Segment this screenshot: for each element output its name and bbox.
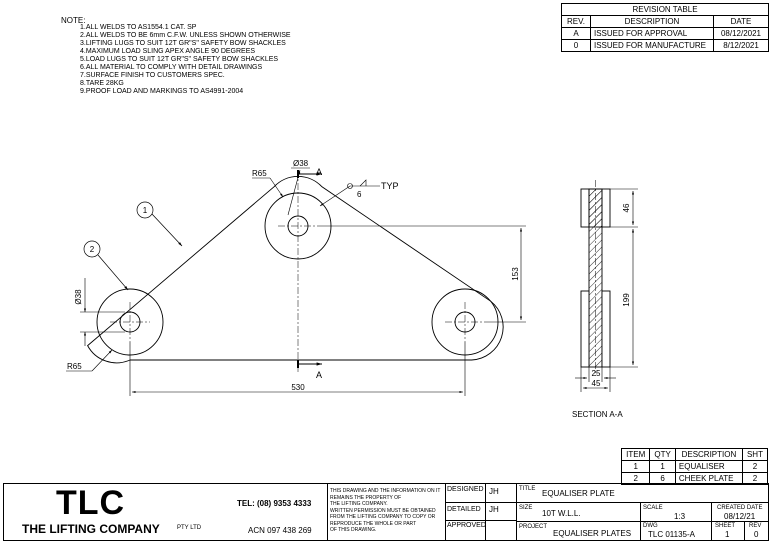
dim-overall-width <box>129 342 466 396</box>
bom-cell: 2 <box>741 460 769 473</box>
dim-left-diameter <box>80 278 125 346</box>
dwg-label: DWG <box>643 523 658 529</box>
weld-size: 6 <box>357 190 362 199</box>
note-item: 6.ALL MATERIAL TO COMPLY WITH DETAIL DRA… <box>80 64 263 71</box>
disclaimer-line: OF THIS DRAWING. <box>330 527 377 533</box>
bom-cell: 1 <box>620 460 651 473</box>
dim-hole-diameter-top: Ø38 <box>293 159 309 168</box>
dim-left-radius <box>66 349 113 372</box>
dwg-value: TLC 01135-A <box>648 530 695 539</box>
note-item: 1.ALL WELDS TO AS1554.1 CAT. SP <box>80 24 197 31</box>
disclaimer-line: REPRODUCE THE WHOLE OR PART <box>330 520 417 527</box>
note-item: 7.SURFACE FINISH TO CUSTOMERS SPEC. <box>80 72 225 79</box>
rev-label: REV <box>749 523 762 529</box>
detailed-value: JH <box>489 505 499 514</box>
section-label: SECTION A-A <box>572 410 623 419</box>
bom-col-header: ITEM <box>620 448 651 461</box>
title-label: TITLE <box>519 486 536 492</box>
section-mark-top: A <box>316 167 322 177</box>
title-value: EQUALISER PLATE <box>542 489 615 498</box>
designed-label: DESIGNED <box>447 486 484 493</box>
bom-cell: EQUALISER <box>674 460 743 473</box>
balloon-1-label: 1 <box>143 206 148 215</box>
dim-46: 46 <box>622 203 631 212</box>
title-block: TLC THE LIFTING COMPANY PTY LTD TEL: (08… <box>3 483 769 541</box>
revision-cell: 8/12/2021 <box>713 39 769 52</box>
note-item: 8.TARE 28KG <box>80 80 124 87</box>
company-acn: ACN 097 438 269 <box>248 526 312 535</box>
rev-value: 0 <box>754 530 759 539</box>
disclaimer-line: THE LIFTING COMPANY. <box>330 501 388 507</box>
balloon-2 <box>83 240 129 291</box>
project-label: PROJECT <box>519 524 548 530</box>
disclaimer-line: FROM THE LIFTING COMPANY TO COPY OR <box>330 514 436 520</box>
dim-45: 45 <box>592 379 601 388</box>
disclaimer-line: WRITTEN PERMISSION MUST BE OBTAINED <box>330 507 436 514</box>
logo: TLC <box>56 484 126 522</box>
project-value: EQUALISER PLATES <box>553 529 632 538</box>
bill-of-materials: ITEM QTY DESCRIPTION SHT 1 1 EQUALISER 2… <box>620 448 769 485</box>
company-name: THE LIFTING COMPANY <box>22 522 160 536</box>
weld-symbol <box>319 179 380 207</box>
dim-25: 25 <box>592 369 601 378</box>
dim-top-leaders <box>252 167 310 216</box>
centre-lines <box>110 170 485 372</box>
bom-cell: 1 <box>649 460 676 473</box>
weld-typ: TYP <box>381 181 399 191</box>
bom-row: 1 1 EQUALISER 2 <box>620 460 769 473</box>
dim-section-46 <box>610 188 638 228</box>
bom-cell: 2 <box>741 472 769 485</box>
detailed-label: DETAILED <box>447 506 481 513</box>
bom-col-header: SHT <box>741 448 769 461</box>
bom-row: 2 6 CHEEK PLATE 2 <box>620 472 769 485</box>
designed-value: JH <box>489 487 499 496</box>
note-item: 2.ALL WELDS TO BE 6mm C.F.W. UNLESS SHOW… <box>80 32 291 39</box>
size-value: 10T W.L.L. <box>542 509 581 518</box>
notes-list: 1.ALL WELDS TO AS1554.1 CAT. SP 2.ALL WE… <box>80 24 291 96</box>
bom-cell: 6 <box>649 472 676 485</box>
dim-530: 530 <box>291 383 305 392</box>
revision-row: 0 ISSUED FOR MANUFACTURE 8/12/2021 <box>561 39 769 52</box>
disclaimer-line: REMAINS THE PROPERTY OF <box>330 494 402 501</box>
company-tel: TEL: (08) 9353 4333 <box>237 499 312 508</box>
sheet-value: 1 <box>725 530 730 539</box>
approved-label: APPROVED <box>447 522 486 529</box>
section-cut-marker-bottom <box>297 360 322 368</box>
created-date-label: CREATED DATE <box>717 505 763 511</box>
disclaimer: THIS DRAWING AND THE INFORMATION ON IT R… <box>330 488 440 534</box>
sheet-label: SHEET <box>715 523 736 529</box>
size-label: SIZE <box>519 505 533 511</box>
drawing-canvas: A A Ø38 R65 6 TYP 1 2 Ø38 <box>66 159 638 419</box>
balloon-2-label: 2 <box>90 245 95 254</box>
note-item: 9.PROOF LOAD AND MARKINGS TO AS4991-2004 <box>80 88 244 95</box>
scale-value: 1:3 <box>674 512 686 521</box>
scale-label: SCALE <box>643 505 663 511</box>
created-date-value: 08/12/21 <box>724 512 756 521</box>
dim-radius-top: R65 <box>252 169 267 178</box>
note-item: 3.LIFTING LUGS TO SUIT 12T GR"S" SAFETY … <box>80 40 286 47</box>
dim-height-153 <box>318 225 526 323</box>
dim-199: 199 <box>622 293 631 307</box>
dim-hole-diameter-left: Ø38 <box>74 289 83 305</box>
company-pty: PTY LTD <box>177 525 202 531</box>
disclaimer-line: THIS DRAWING AND THE INFORMATION ON IT <box>330 488 441 494</box>
note-item: 4.MAXIMUM LOAD SLING APEX ANGLE 90 DEGRE… <box>80 48 256 55</box>
section-mark-bottom: A <box>316 370 322 380</box>
bom-col-header: DESCRIPTION <box>674 448 743 461</box>
dim-153: 153 <box>511 267 520 281</box>
dim-section-199 <box>610 229 638 368</box>
bom-cell: 2 <box>620 472 651 485</box>
note-item: 5.LOAD LUGS TO SUIT 12T GR"S" SAFETY BOW… <box>80 56 279 63</box>
dim-radius-left: R65 <box>67 362 82 371</box>
notes-heading: NOTE: <box>61 16 86 25</box>
revision-table: REVISION TABLE REV. DESCRIPTION DATE A I… <box>561 3 769 52</box>
dim-section-widths <box>575 367 616 392</box>
balloon-1 <box>136 201 183 247</box>
bom-col-header: QTY <box>649 448 676 461</box>
